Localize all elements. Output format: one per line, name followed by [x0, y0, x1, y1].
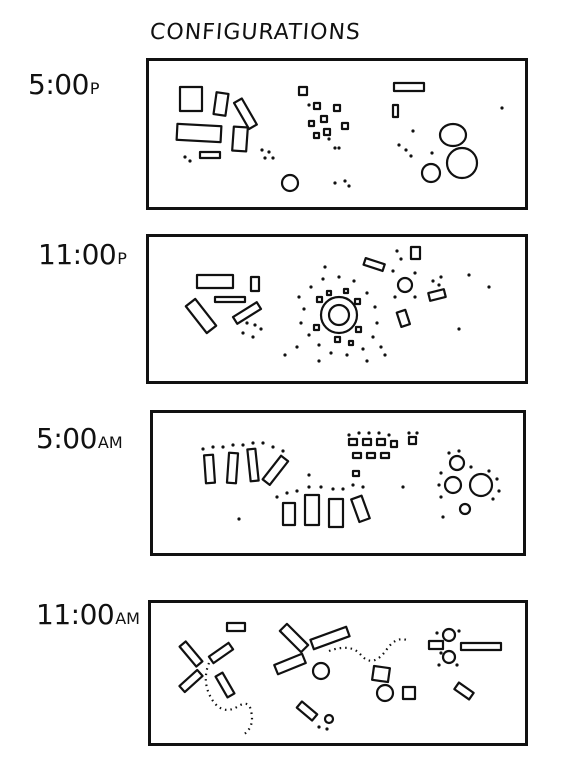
time-label-5pm: 5:00P [28, 68, 100, 101]
round-shape [445, 146, 479, 180]
configuration-sketch-11am [178, 621, 503, 736]
path-trail [204, 662, 254, 736]
round-shape [280, 173, 300, 193]
block [303, 493, 321, 527]
block [175, 122, 223, 144]
block [427, 639, 445, 651]
block [309, 625, 351, 651]
time-suffix: P [89, 79, 100, 98]
time-suffix: AM [115, 609, 140, 628]
block [231, 301, 263, 325]
time-value: 11:00 [36, 598, 115, 631]
round-shape [327, 303, 351, 327]
block [322, 127, 332, 137]
block [214, 671, 236, 699]
round-shape [448, 454, 466, 472]
round-shape [319, 295, 359, 335]
block [340, 121, 350, 131]
round-shape [443, 475, 463, 495]
block [249, 275, 261, 293]
block [198, 150, 222, 160]
round-shape [441, 649, 457, 665]
block [295, 700, 319, 722]
round-shape [311, 661, 331, 681]
block [232, 97, 258, 131]
block [395, 308, 412, 328]
round-shape [323, 713, 335, 725]
block [178, 85, 204, 113]
configuration-panel-11pm [146, 234, 528, 384]
block [409, 245, 422, 261]
time-suffix: P [117, 249, 127, 268]
block [225, 621, 247, 633]
block [307, 119, 316, 128]
time-value: 5:00 [36, 422, 97, 455]
time-label-11pm: 11:00P [38, 238, 127, 271]
time-suffix: AM [97, 433, 123, 452]
block [319, 114, 329, 124]
block [278, 622, 310, 654]
block [184, 297, 218, 335]
time-label-11am: 11:00AM [36, 598, 140, 631]
block [332, 103, 342, 113]
page-title: CONFIGURATIONS [149, 20, 362, 45]
path-trail [328, 638, 410, 662]
block [327, 497, 345, 529]
block [362, 257, 386, 273]
block [231, 125, 249, 153]
block [453, 681, 475, 701]
block [202, 453, 217, 485]
block [178, 668, 204, 694]
block [459, 641, 503, 652]
block [213, 295, 247, 304]
round-shape [420, 162, 442, 184]
round-shape [441, 627, 457, 643]
block [281, 501, 297, 527]
block [391, 103, 400, 119]
block [312, 131, 321, 140]
block [195, 273, 235, 290]
round-shape [438, 122, 468, 148]
block [427, 288, 447, 302]
time-label-5am: 5:00AM [36, 422, 123, 455]
round-shape [468, 472, 494, 498]
block [350, 494, 371, 524]
configuration-panel-5am [150, 410, 526, 556]
block [207, 641, 235, 665]
round-shape [375, 683, 395, 703]
block [371, 664, 391, 684]
round-shape [458, 502, 472, 516]
block [401, 685, 417, 701]
configuration-panel-11am [148, 600, 528, 746]
block [392, 81, 426, 93]
configuration-sketch-11pm [184, 245, 491, 363]
configuration-sketch-5am [201, 431, 501, 529]
configuration-panel-5pm [146, 58, 528, 210]
round-shape [396, 276, 414, 294]
block [312, 101, 322, 111]
block [178, 640, 204, 668]
block [246, 447, 260, 483]
time-value: 11:00 [38, 238, 117, 271]
block [225, 451, 240, 485]
block [273, 652, 307, 676]
block [261, 454, 290, 486]
configuration-sketch-5pm [175, 81, 504, 193]
block [212, 91, 230, 117]
time-value: 5:00 [28, 68, 89, 101]
block [297, 85, 309, 97]
